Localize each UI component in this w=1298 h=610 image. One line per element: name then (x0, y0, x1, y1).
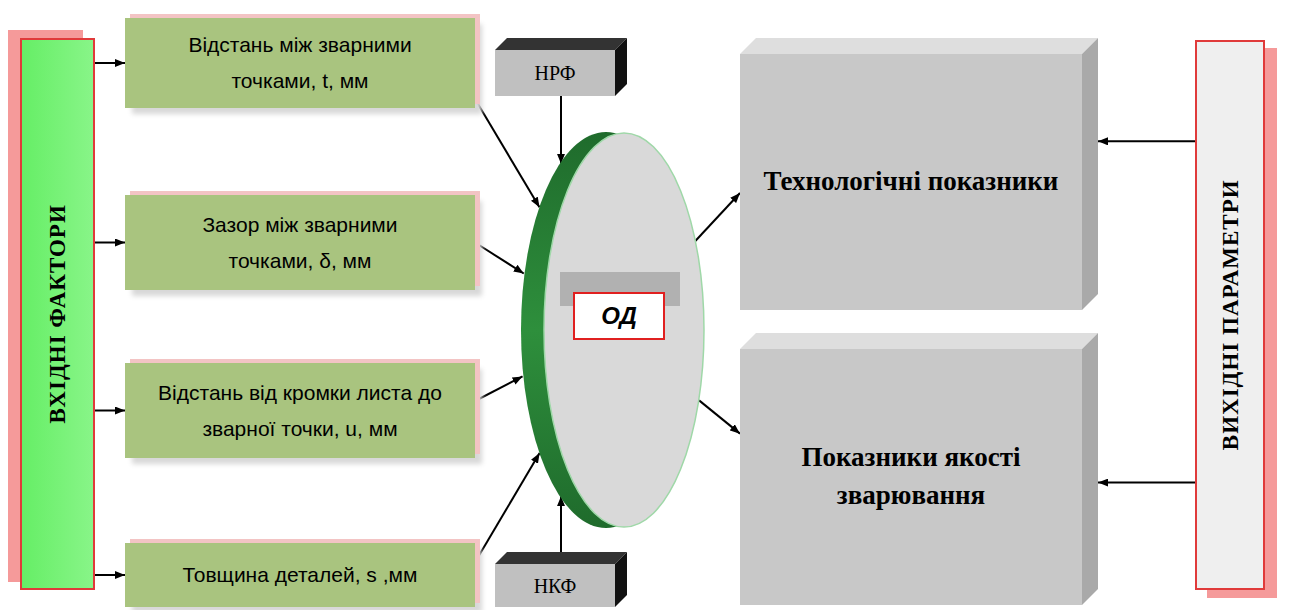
node-label: Відстань між зварними точками, t, мм (165, 27, 435, 98)
factor-box: Відстань між зварними точками, t, мм (125, 18, 475, 108)
object-ellipse: ОД (520, 130, 705, 530)
arrow-connector (1098, 482, 1195, 484)
arrow-connector (475, 99, 539, 207)
factor-box: Відстань від кромки листа до зварної точ… (125, 363, 475, 458)
node-label: НКФ (534, 574, 577, 598)
node-label: Відстань від кромки листа до зварної точ… (131, 375, 469, 446)
text-holder: Технологічні показники (740, 54, 1082, 310)
arrow-connector (695, 193, 740, 241)
text-holder: ОД (573, 292, 665, 340)
text-holder: Показники якості зварювання (740, 349, 1082, 605)
arrow-connector (95, 410, 125, 412)
output-box: Технологічні показники (740, 38, 1098, 310)
disturbance-box: НРФ (495, 38, 627, 96)
arrow-connector (95, 574, 125, 576)
text-holder: ВХІДНІ ФАКТОРИ (22, 40, 93, 588)
arrow-connector (475, 243, 524, 274)
band-title: ВИХІДНІ ПАРАМЕТРИ (1216, 180, 1244, 451)
text-holder: НКФ (495, 564, 615, 607)
node-label: Технологічні показники (764, 163, 1059, 201)
arrow-connector (1098, 140, 1195, 142)
node-label: ОД (601, 302, 637, 331)
node-label: НРФ (534, 61, 575, 85)
text-holder: НРФ (495, 50, 615, 96)
text-holder: Зазор між зварними точками, δ, мм (125, 195, 475, 290)
node-label: Товщина деталей, s ,мм (183, 557, 418, 593)
input-band: ВХІДНІ ФАКТОРИ (20, 38, 95, 590)
arrow-connector (95, 62, 125, 64)
node-label: Зазор між зварними точками, δ, мм (165, 207, 435, 278)
arrow-connector (95, 242, 125, 244)
text-holder: Відстань від кромки листа до зварної точ… (125, 363, 475, 458)
arrow-connector (475, 376, 523, 401)
arrow-connector (560, 96, 562, 164)
arrow-connector (560, 496, 562, 552)
factor-box: Товщина деталей, s ,мм (125, 543, 475, 607)
arrow-connector (699, 400, 740, 433)
disturbance-box: НКФ (495, 552, 627, 607)
output-box: Показники якості зварювання (740, 333, 1098, 605)
text-holder: Відстань між зварними точками, t, мм (125, 18, 475, 108)
text-holder: Товщина деталей, s ,мм (125, 543, 475, 607)
band-title: ВХІДНІ ФАКТОРИ (44, 204, 72, 423)
arrow-connector (475, 453, 540, 562)
output-band: ВИХІДНІ ПАРАМЕТРИ (1195, 40, 1265, 590)
factor-box: Зазор між зварними точками, δ, мм (125, 195, 475, 290)
node-label: Показники якості зварювання (750, 439, 1072, 515)
text-holder: ВИХІДНІ ПАРАМЕТРИ (1197, 42, 1263, 588)
